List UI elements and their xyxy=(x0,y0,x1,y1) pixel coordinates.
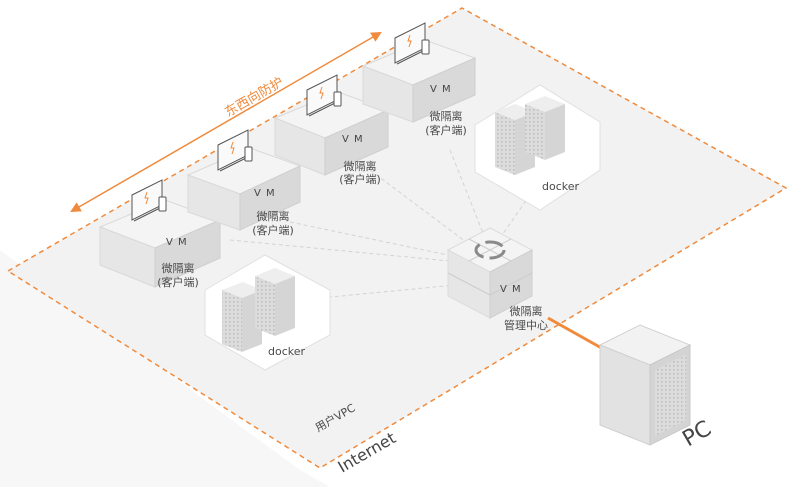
vm-label-1: V M xyxy=(166,237,188,248)
client-label-line2-4: (客户端) xyxy=(425,123,467,137)
east-west-label: 东西向防护 xyxy=(222,74,286,120)
client-monitor-icon xyxy=(131,179,167,222)
sync-icon xyxy=(474,240,506,260)
mgmt-label-line1: 微隔离 xyxy=(510,304,543,318)
client-label-line2-1: (客户端) xyxy=(157,275,199,289)
client-label-line1-2: 微隔离 xyxy=(257,209,290,223)
client-monitor-icon xyxy=(394,22,430,65)
vm-label-mgmt: V M xyxy=(500,284,522,295)
vm-label-4: V M xyxy=(430,84,452,95)
client-label-line2-2: (客户端) xyxy=(252,223,294,237)
client-monitor-icon xyxy=(217,129,253,172)
client-label-line1-3: 微隔离 xyxy=(344,159,377,173)
pc-tower xyxy=(598,324,692,446)
east-west-arrow xyxy=(70,31,382,213)
server-rack-icon xyxy=(222,268,295,352)
vm-node-2: V M 微隔离 (客户端) xyxy=(186,129,302,237)
docker-node-bottom: docker xyxy=(204,254,331,371)
management-center-node: V M 微隔离 管理中心 xyxy=(446,227,548,332)
docker-node-top: docker xyxy=(474,84,601,211)
vm-node-3: V M 微隔离 (客户端) xyxy=(273,74,390,186)
client-label-line1-1: 微隔离 xyxy=(162,261,195,275)
vm-label-2: V M xyxy=(254,188,276,199)
docker-label-top: docker xyxy=(542,180,580,193)
vm-node-1: V M 微隔离 (客户端) xyxy=(98,179,222,289)
internet-boundary xyxy=(0,250,330,487)
connection-lines xyxy=(229,149,531,301)
server-rack-icon xyxy=(495,96,565,175)
client-label-line1-4: 微隔离 xyxy=(430,109,463,123)
client-label-line2-3: (客户端) xyxy=(339,172,381,186)
vm-node-4: V M 微隔离 (客户端) xyxy=(361,22,477,137)
docker-label-bottom: docker xyxy=(268,345,306,358)
mgmt-label-line2: 管理中心 xyxy=(504,318,548,332)
vm-label-3: V M xyxy=(342,134,364,145)
client-monitor-icon xyxy=(306,74,342,117)
pc-connection-line xyxy=(547,316,606,352)
